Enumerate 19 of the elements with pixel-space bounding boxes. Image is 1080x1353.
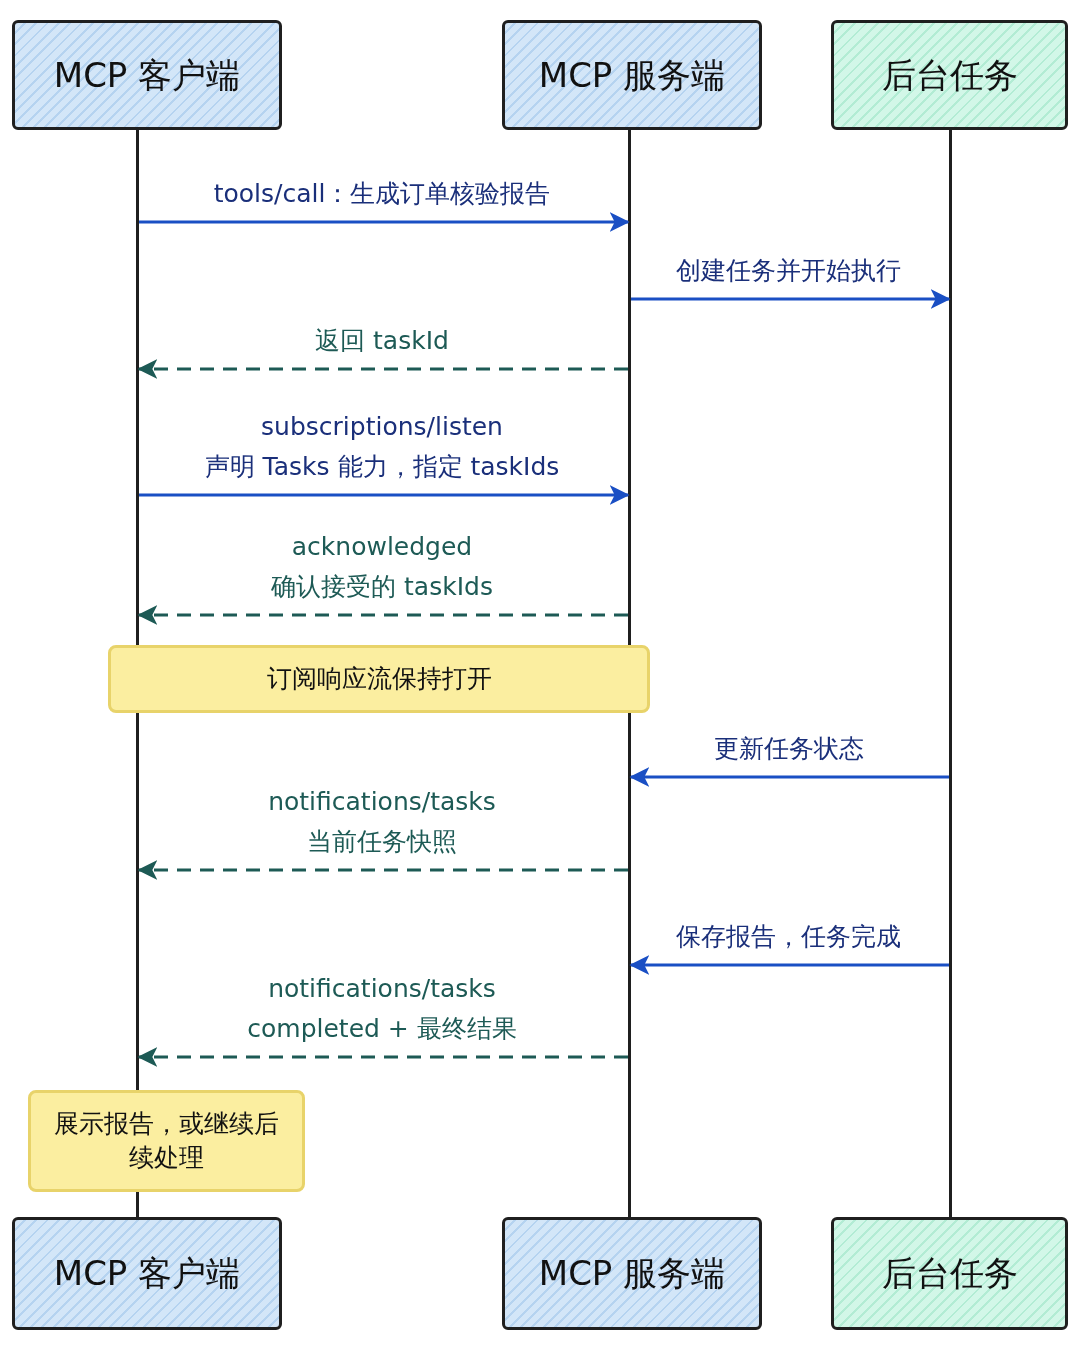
message-arrow (137, 860, 628, 880)
lifeline (628, 130, 631, 1217)
message-arrow (137, 605, 628, 625)
participant-box: 后台任务 (831, 20, 1068, 130)
lifeline (949, 130, 952, 1217)
message-arrow (629, 767, 949, 787)
message-arrow (139, 485, 630, 505)
message-arrow (629, 955, 949, 975)
message-arrow (137, 359, 628, 379)
message-arrow (137, 1047, 628, 1067)
participant-box: MCP 服务端 (502, 1217, 762, 1330)
note-box: 订阅响应流保持打开 (108, 645, 650, 713)
message-arrow (631, 289, 951, 309)
message-arrow (139, 212, 630, 232)
participant-box: MCP 服务端 (502, 20, 762, 130)
participant-box: MCP 客户端 (12, 20, 282, 130)
note-box: 展示报告，或继续后续处理 (28, 1090, 305, 1192)
participant-box: 后台任务 (831, 1217, 1068, 1330)
participant-box: MCP 客户端 (12, 1217, 282, 1330)
